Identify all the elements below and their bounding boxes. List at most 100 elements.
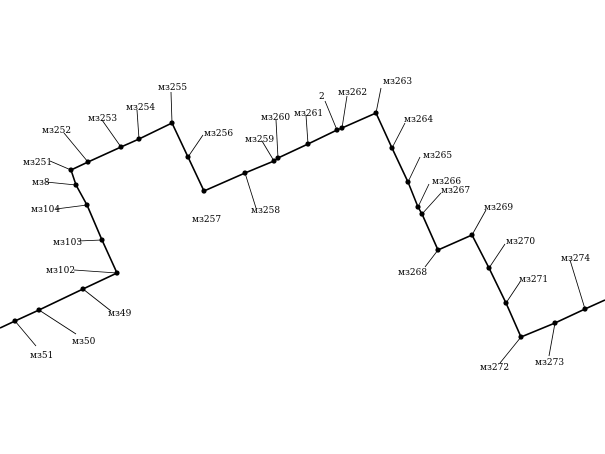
route-point-n254 [136, 136, 142, 142]
node-label-n273: мз273 [535, 358, 564, 368]
leader-line-n272 [499, 336, 522, 364]
node-label-n49: мз49 [108, 309, 132, 319]
node-label-n262: мз262 [338, 88, 367, 98]
node-labels: мз51 мз50 мз49 мз102 мз103 мз104 мз8 мз251 мз252… [23, 77, 590, 373]
route-point-n271 [503, 300, 509, 306]
node-label-n104: мз104 [31, 205, 60, 215]
route-point-n266 [415, 204, 421, 210]
route-point-n273 [552, 320, 558, 326]
route-point-n102 [114, 270, 120, 276]
node-label-n251: мз251 [23, 158, 52, 168]
node-label-n51: мз51 [30, 351, 53, 361]
leader-line-n264 [391, 122, 406, 149]
node-label-n252: мз252 [42, 126, 71, 136]
node-label-n259: мз259 [245, 135, 274, 145]
route-point-n265 [405, 179, 411, 185]
leader-line-n271 [505, 281, 521, 304]
leader-line-n2 [324, 100, 338, 131]
leader-line-n269 [471, 209, 487, 236]
node-label-n271: мз271 [519, 275, 548, 285]
route-point-n261 [305, 141, 311, 147]
leader-line-n51 [14, 320, 37, 347]
leader-line-n102 [73, 269, 118, 274]
route-point-n49 [80, 286, 86, 292]
route-point-n272 [518, 334, 524, 340]
node-label-n256: мз256 [204, 129, 233, 139]
node-label-n267: мз267 [441, 186, 470, 196]
route-point-n257 [201, 188, 207, 194]
node-label-n261: мз261 [294, 109, 323, 119]
route-points [12, 110, 588, 340]
leader-line-n258 [244, 172, 257, 209]
leader-line-n49 [82, 288, 112, 312]
route-point-n8 [73, 182, 79, 188]
leader-line-n251 [49, 160, 72, 171]
node-label-n260: мз260 [261, 113, 290, 123]
node-label-n272: мз272 [480, 363, 509, 373]
node-label-n268: мз268 [398, 268, 427, 278]
node-label-n102: мз102 [46, 266, 75, 276]
node-label-n253: мз253 [88, 114, 117, 124]
route-point-n263 [373, 110, 379, 116]
route-point-n268 [435, 247, 441, 253]
node-label-n266: мз266 [432, 177, 461, 187]
route-point-n50 [36, 307, 42, 313]
node-label-n2: 2 [319, 92, 325, 102]
leader-line-n260 [275, 119, 279, 159]
route-polyline [0, 112, 605, 338]
route-point-n262 [339, 125, 345, 131]
leader-line-n8 [45, 181, 77, 186]
route-point-n264 [389, 145, 395, 151]
node-label-n254: мз254 [126, 103, 155, 113]
leader-line-n266 [417, 183, 430, 208]
route-point-n103 [99, 237, 105, 243]
route-point-n51 [12, 318, 18, 324]
node-label-n257: мз257 [192, 215, 221, 225]
leader-line-n103 [77, 239, 103, 242]
route-point-n253 [118, 144, 124, 150]
route-point-n252 [85, 159, 91, 165]
leader-line-n259 [261, 140, 275, 162]
leader-line-n253 [101, 119, 122, 148]
route-point-n269 [469, 232, 475, 238]
route-point-n274 [582, 306, 588, 312]
node-label-n264: мз264 [404, 115, 433, 125]
node-label-n270: мз270 [506, 237, 535, 247]
route-point-n267 [419, 211, 425, 217]
leader-line-n261 [305, 114, 309, 145]
node-label-n50: мз50 [72, 337, 96, 347]
route-point-n2 [334, 127, 340, 133]
leader-line-n254 [136, 109, 140, 140]
node-label-n269: мз269 [484, 203, 513, 213]
node-label-n8: мз8 [32, 178, 50, 188]
leader-line-n268 [424, 249, 439, 268]
route-point-n259 [271, 158, 277, 164]
route-point-n258 [242, 170, 248, 176]
route-point-n104 [84, 202, 90, 208]
route-point-n270 [486, 265, 492, 271]
leader-line-n50 [38, 309, 77, 335]
leader-line-n267 [421, 192, 442, 215]
leader-line-n252 [63, 132, 89, 163]
leader-line-n262 [341, 95, 348, 129]
route-point-n256 [185, 154, 191, 160]
route-point-n255 [169, 120, 175, 126]
leader-line-n263 [375, 87, 382, 114]
label-leader-lines [14, 87, 586, 364]
main-route-line [0, 112, 605, 338]
node-label-n255: мз255 [158, 83, 187, 93]
leader-line-n270 [488, 243, 506, 269]
route-point-n251 [68, 167, 74, 173]
node-label-n263: мз263 [383, 77, 412, 87]
node-label-n103: мз103 [53, 238, 82, 248]
node-label-n274: мз274 [561, 254, 590, 264]
route-point-n260 [275, 155, 281, 161]
leader-line-n255 [170, 91, 173, 124]
leader-line-n256 [187, 134, 204, 158]
node-label-n258: мз258 [251, 206, 280, 216]
leader-line-n265 [407, 156, 421, 183]
leader-line-n274 [569, 259, 586, 310]
leader-line-n104 [55, 204, 88, 210]
